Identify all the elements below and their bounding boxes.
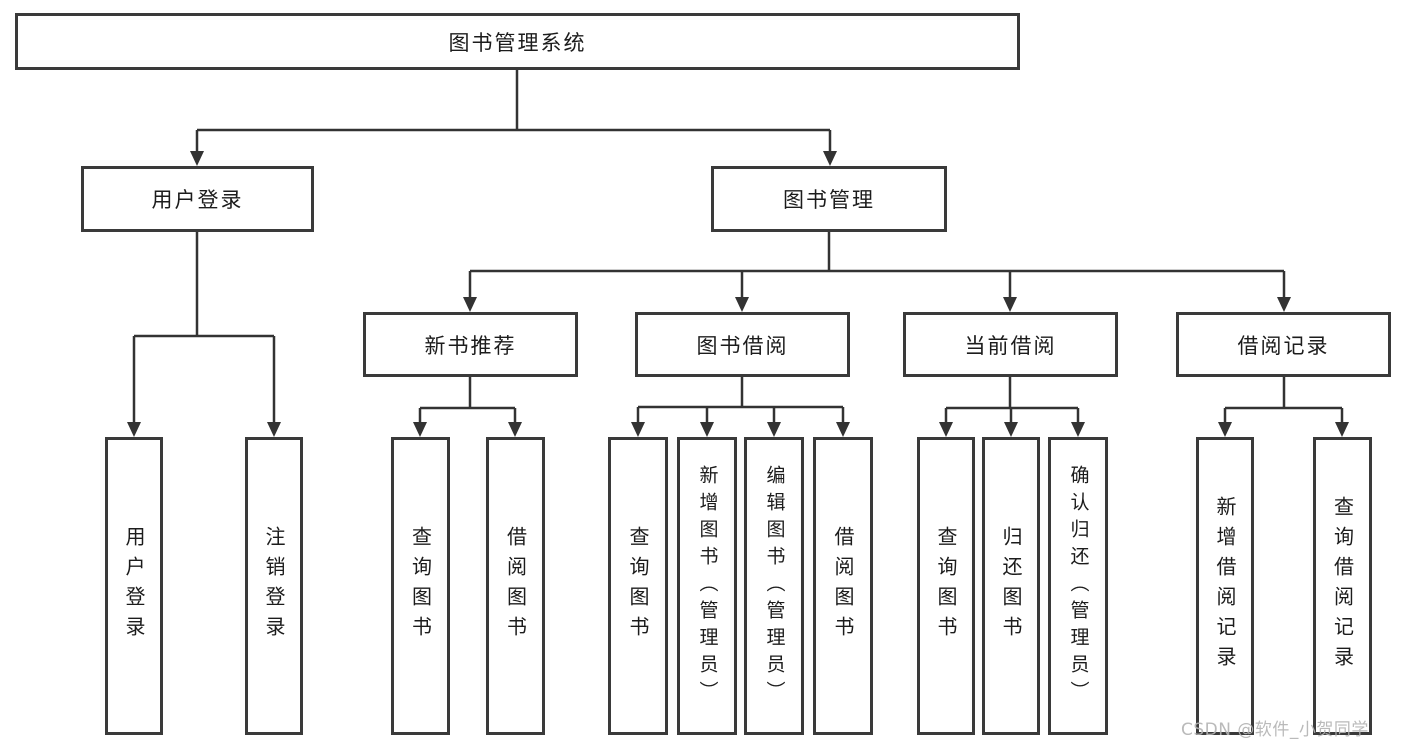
node-label: 编辑图书（管理员） (763, 464, 786, 708)
connector-borrowing-records-split (1223, 377, 1344, 424)
node-label: 借阅图书 (831, 526, 855, 646)
node-label: 图书管理 (783, 188, 875, 212)
node-new-book-recommend: 新书推荐 (363, 312, 578, 377)
leaf-borrowing-borrow-books: 借阅图书 (813, 437, 873, 735)
node-label: 新增图书（管理员） (696, 464, 719, 708)
node-borrowing-records: 借阅记录 (1176, 312, 1391, 377)
leaf-recommend-query-books: 查询图书 (391, 437, 450, 735)
node-library-system: 图书管理系统 (15, 13, 1020, 70)
connector-new-book-recommend-split (418, 377, 517, 424)
leaf-user-login: 用户登录 (105, 437, 163, 735)
node-label: 图书借阅 (696, 333, 789, 358)
leaf-borrowing-add-books-admin: 新增图书（管理员） (677, 437, 737, 735)
node-label: 查询借阅记录 (1330, 496, 1355, 676)
connector-book-borrowing-split (636, 377, 845, 424)
node-label: 借阅图书 (503, 526, 528, 646)
node-label: 借阅记录 (1237, 333, 1330, 358)
node-label: 用户登录 (151, 188, 244, 212)
node-label: 图书管理系统 (448, 30, 587, 55)
node-label: 用户登录 (122, 526, 146, 646)
leaf-records-query-record: 查询借阅记录 (1313, 437, 1372, 735)
connector-book-management-split (468, 232, 1286, 299)
connector-current-borrowing-split (944, 377, 1080, 424)
node-label: 当前借阅 (964, 333, 1057, 358)
connector-root-split (195, 70, 832, 153)
leaf-logout: 注销登录 (245, 437, 303, 735)
node-label: 注销登录 (262, 526, 286, 646)
node-current-borrowing: 当前借阅 (903, 312, 1118, 377)
node-user-login: 用户登录 (81, 166, 314, 232)
node-label: 查询图书 (626, 526, 650, 646)
arrowheads (127, 151, 1349, 437)
node-book-borrowing: 图书借阅 (635, 312, 850, 377)
leaf-current-query-books: 查询图书 (917, 437, 975, 735)
node-label: 查询图书 (934, 526, 958, 646)
leaf-current-confirm-return-admin: 确认归还（管理员） (1048, 437, 1108, 735)
connector-user-login-split (132, 232, 276, 424)
node-book-management: 图书管理 (711, 166, 947, 232)
node-label: 归还图书 (999, 526, 1023, 646)
leaf-borrowing-edit-books-admin: 编辑图书（管理员） (744, 437, 804, 735)
leaf-borrowing-query-books: 查询图书 (608, 437, 668, 735)
node-label: 新增借阅记录 (1213, 496, 1237, 676)
leaf-records-add-record: 新增借阅记录 (1196, 437, 1254, 735)
leaf-recommend-borrow-books: 借阅图书 (486, 437, 545, 735)
node-label: 确认归还（管理员） (1067, 464, 1090, 708)
node-label: 新书推荐 (424, 333, 517, 358)
watermark-text: CSDN @软件_小贺同学 (1181, 720, 1369, 740)
leaf-current-return-books: 归还图书 (982, 437, 1040, 735)
node-label: 查询图书 (408, 526, 433, 646)
